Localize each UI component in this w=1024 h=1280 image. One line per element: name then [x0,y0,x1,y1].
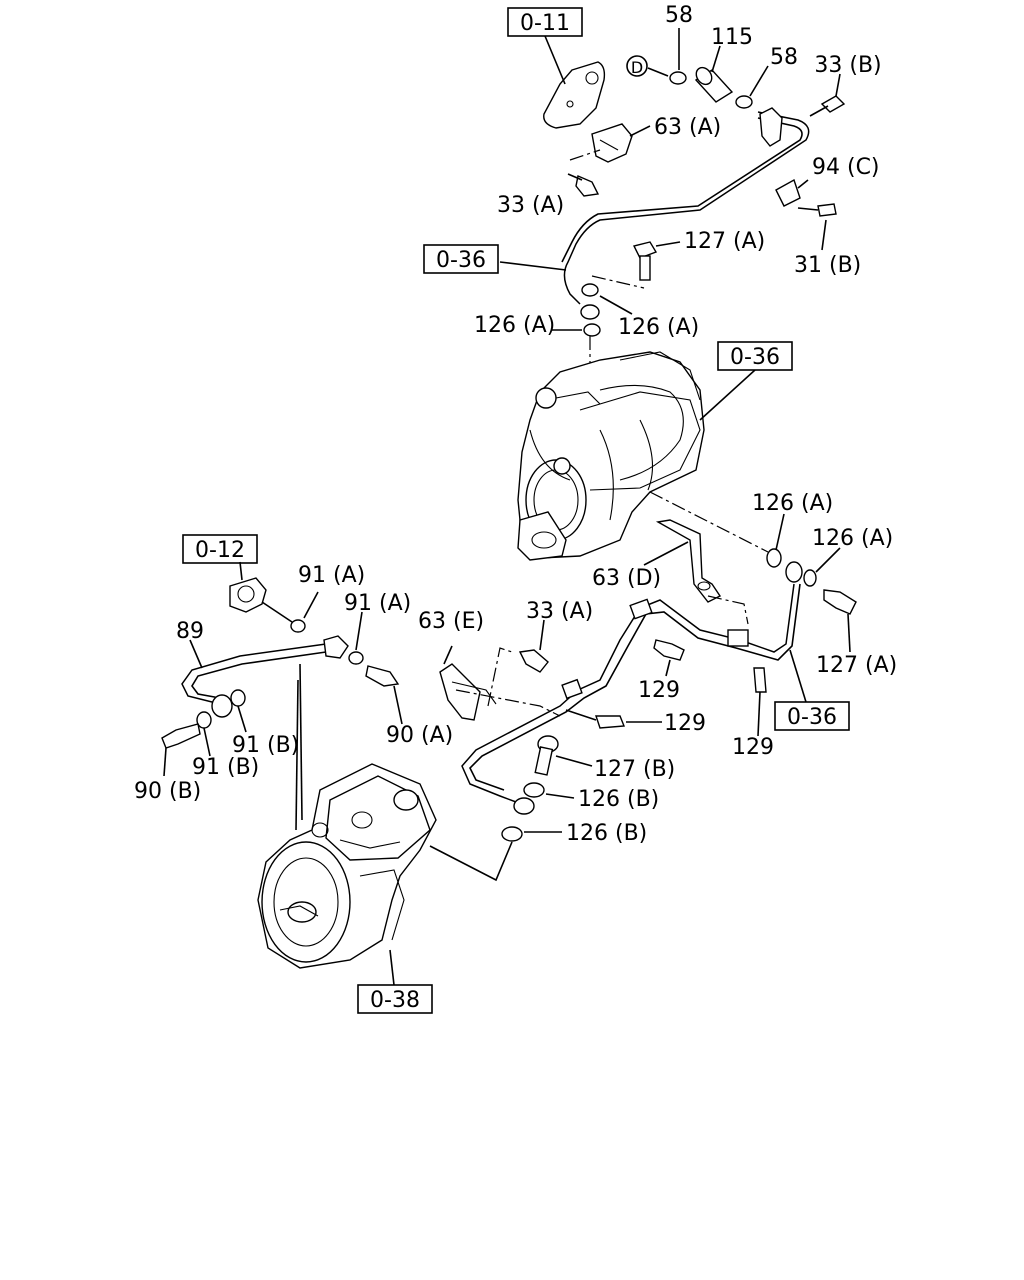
washer-126a-mid1 [766,513,785,568]
bolt-31b [797,203,837,251]
label-91b-1[interactable]: 91 (B) [232,733,299,758]
ref-box-0-12[interactable]: 0-12 [182,534,258,564]
ref-label-0-38: 0-38 [370,988,420,1013]
label-127a-right[interactable]: 127 (A) [816,653,897,678]
hose-115 [694,45,734,103]
ref-box-0-11[interactable]: 0-11 [507,7,583,37]
washer-126a-upper [552,283,633,420]
label-31b[interactable]: 31 (B) [794,253,861,278]
label-63d[interactable]: 63 (D) [592,566,661,591]
turbocharger [517,351,769,561]
symbol-d: D [626,55,669,77]
clip-94c [775,178,809,207]
air-compressor [257,763,437,986]
bolt-33b [809,73,846,117]
ref-box-0-36-bottom[interactable]: 0-36 [774,701,850,731]
label-127a-top[interactable]: 127 (A) [684,229,765,254]
label-33a-top[interactable]: 33 (A) [497,193,564,218]
label-129-b[interactable]: 129 [664,711,706,736]
label-115[interactable]: 115 [711,25,753,50]
ref-label-0-12: 0-12 [195,538,245,563]
label-90a[interactable]: 90 (A) [386,723,453,748]
bolt-33a-top [567,149,601,197]
oil-pipe-upper [499,107,810,305]
banjo-bolt-127a-top [591,241,681,289]
label-63a[interactable]: 63 (A) [654,115,721,140]
bolt-129-b [753,667,767,737]
ref-label-0-11: 0-11 [520,11,570,36]
label-94c[interactable]: 94 (C) [812,155,880,180]
ref-box-0-36-turbo[interactable]: 0-36 [717,341,793,371]
bracket-0-11 [543,35,606,129]
label-126a-right[interactable]: 126 (A) [618,315,699,340]
label-90b[interactable]: 90 (B) [134,779,201,804]
label-129-a[interactable]: 129 [638,678,680,703]
washer-91b-1 [196,711,212,757]
banjo-bolt-127b [534,735,593,776]
clamp-58b [735,65,769,109]
washer-126b-1 [523,782,575,799]
washer-126b-2 [429,826,562,882]
label-91a-2[interactable]: 91 (A) [344,591,411,616]
label-126b-1[interactable]: 126 (B) [578,787,659,812]
ref-label-0-36-bottom: 0-36 [787,705,837,730]
label-129-c[interactable]: 129 [732,735,774,760]
label-127b[interactable]: 127 (B) [594,757,675,782]
leader-pipe89-compressor [299,663,303,821]
washer-91b-2 [230,689,247,733]
bolt-129-a [653,639,685,677]
washer-91a-2 [348,611,364,665]
ref-label-0-36-turbo: 0-36 [730,345,780,370]
label-126a-mid2[interactable]: 126 (A) [812,526,893,551]
label-91b-2[interactable]: 91 (B) [192,755,259,780]
pipe-end-eye-right [785,547,841,587]
bolt-129-c [565,709,662,729]
bracket-63e [439,645,561,721]
ref-label-0-36-top: 0-36 [436,248,486,273]
clamp-63a [591,123,651,163]
ref-box-0-38[interactable]: 0-38 [357,984,433,1014]
clamp-58a [669,28,687,85]
washer-91a-1 [290,591,319,633]
valve-0-12 [229,561,293,623]
symbol-d-label: D [631,58,643,77]
label-126b-2[interactable]: 126 (B) [566,821,647,846]
bolt-90b [161,723,201,777]
label-63e[interactable]: 63 (E) [418,609,484,634]
label-91a-1[interactable]: 91 (A) [298,563,365,588]
leader-pipe89-compressor-2 [295,679,299,831]
bolt-33a-mid [518,619,549,673]
label-33a-mid[interactable]: 33 (A) [526,599,593,624]
bolt-90a [365,665,403,725]
label-126a-left[interactable]: 126 (A) [474,313,555,338]
pipe-89 [181,635,349,718]
label-58-a[interactable]: 58 [665,3,693,28]
label-58-b[interactable]: 58 [770,45,798,70]
bracket-63d [643,519,722,603]
label-89[interactable]: 89 [176,619,204,644]
banjo-bolt-127a-right [823,589,857,653]
ref-box-0-36-top[interactable]: 0-36 [423,244,499,274]
label-33b[interactable]: 33 (B) [814,53,881,78]
label-126a-mid1[interactable]: 126 (A) [752,491,833,516]
